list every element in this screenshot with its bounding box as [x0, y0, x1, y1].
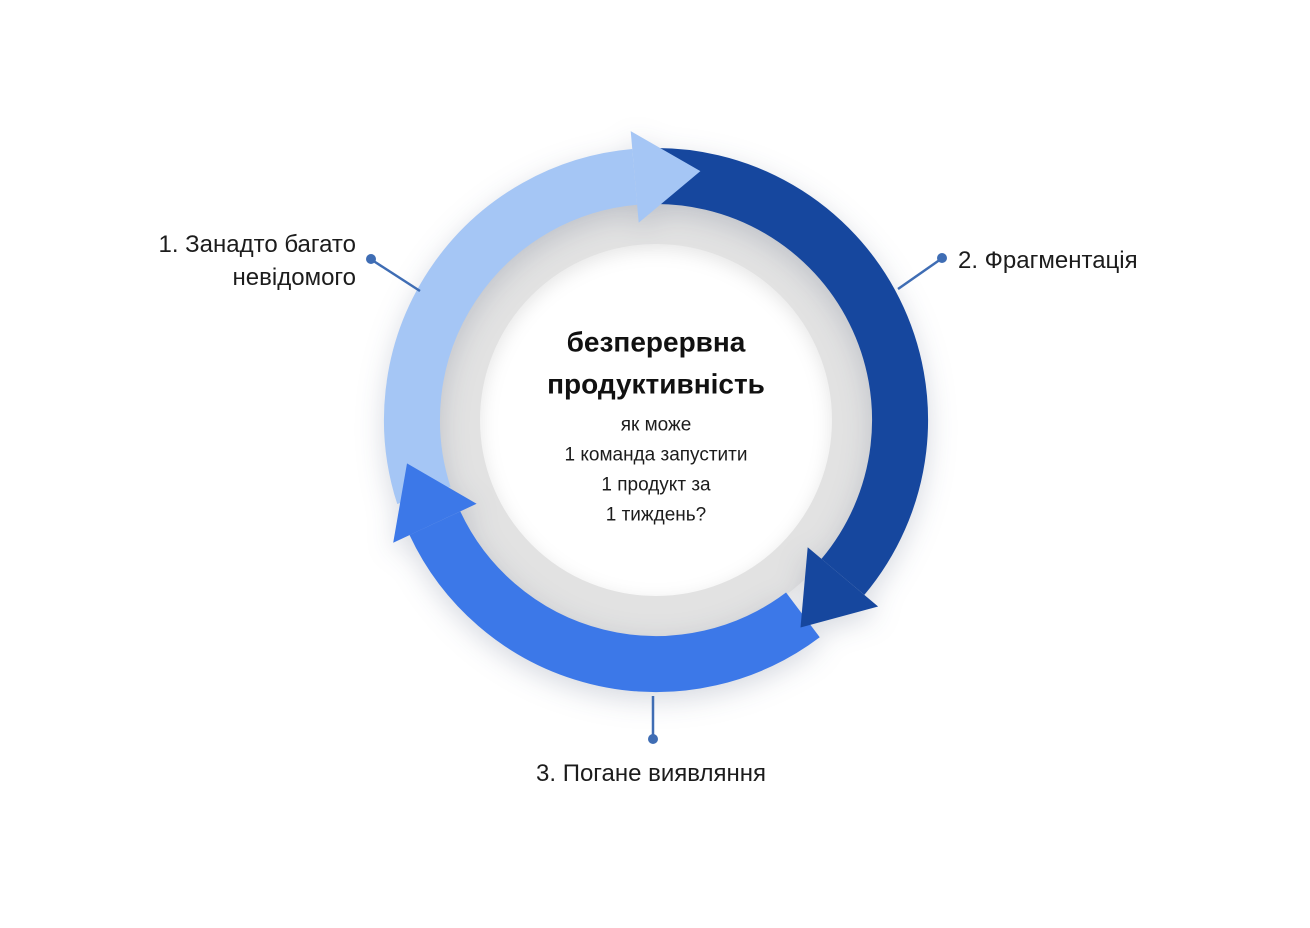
- center-subtitle-line-4: 1 тиждень?: [605, 504, 707, 526]
- center-title-line-2: продуктивність: [547, 368, 765, 400]
- connector-dot-step3: [648, 734, 658, 744]
- arrowhead-step-1-icon: [630, 131, 701, 223]
- step-label-1-line-2: невідомого: [232, 264, 356, 291]
- connector-line-step1: [371, 258, 421, 293]
- cycle-track-ring: [438, 202, 874, 638]
- center-subtitle-line-1: як може: [620, 414, 692, 436]
- step-label-3-line-1: 3. Погане виявляння: [536, 760, 766, 787]
- arc-step-2: [641, 147, 929, 595]
- step-label-1-line-1: 1. Занадто багато: [158, 231, 356, 258]
- step-label-2: 2. Фрагментація: [958, 244, 1138, 277]
- arrowhead-step-2-icon: [800, 547, 879, 628]
- connector-dot-step1: [366, 254, 376, 264]
- arc-step-3: [409, 511, 820, 693]
- arc-step-1: [383, 149, 638, 505]
- center-title-line-1: безперервна: [566, 326, 746, 358]
- step-label-2-line-1: 2. Фрагментація: [958, 247, 1138, 274]
- center-subtitle: як може 1 команда запустити 1 продукт за…: [547, 411, 765, 531]
- step-label-3: 3. Погане виявляння: [536, 757, 766, 790]
- center-title: безперервна продуктивність: [547, 322, 765, 406]
- arrowhead-step-3-icon: [393, 463, 477, 543]
- step-label-1: 1. Занадто багато невідомого: [120, 228, 356, 294]
- connector-line-step2: [897, 257, 942, 291]
- connector-dot-step2: [937, 253, 947, 263]
- center-text-block: безперервна продуктивність як може 1 ком…: [547, 322, 765, 531]
- center-subtitle-line-2: 1 команда запустити: [564, 444, 748, 466]
- cycle-arrows-group: [383, 131, 929, 693]
- center-subtitle-line-3: 1 продукт за: [601, 474, 711, 496]
